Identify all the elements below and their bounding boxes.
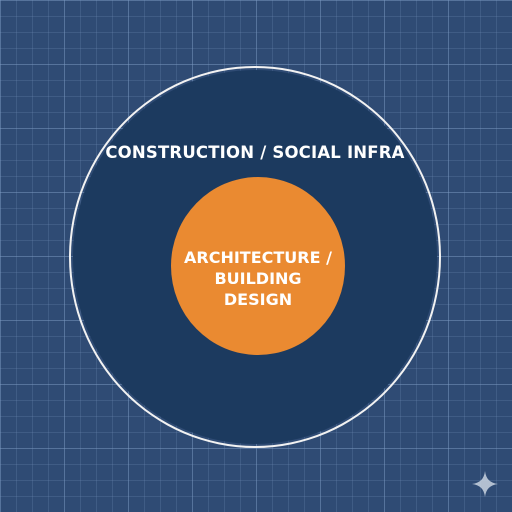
inner-circle <box>171 177 345 355</box>
sparkle-shape <box>472 471 498 497</box>
outer-circle-label: CONSTRUCTION / SOCIAL INFRA <box>105 143 405 162</box>
inner-circle-label: ARCHITECTURE / BUILDING DESIGN <box>184 248 332 309</box>
sparkle-icon <box>472 471 498 497</box>
